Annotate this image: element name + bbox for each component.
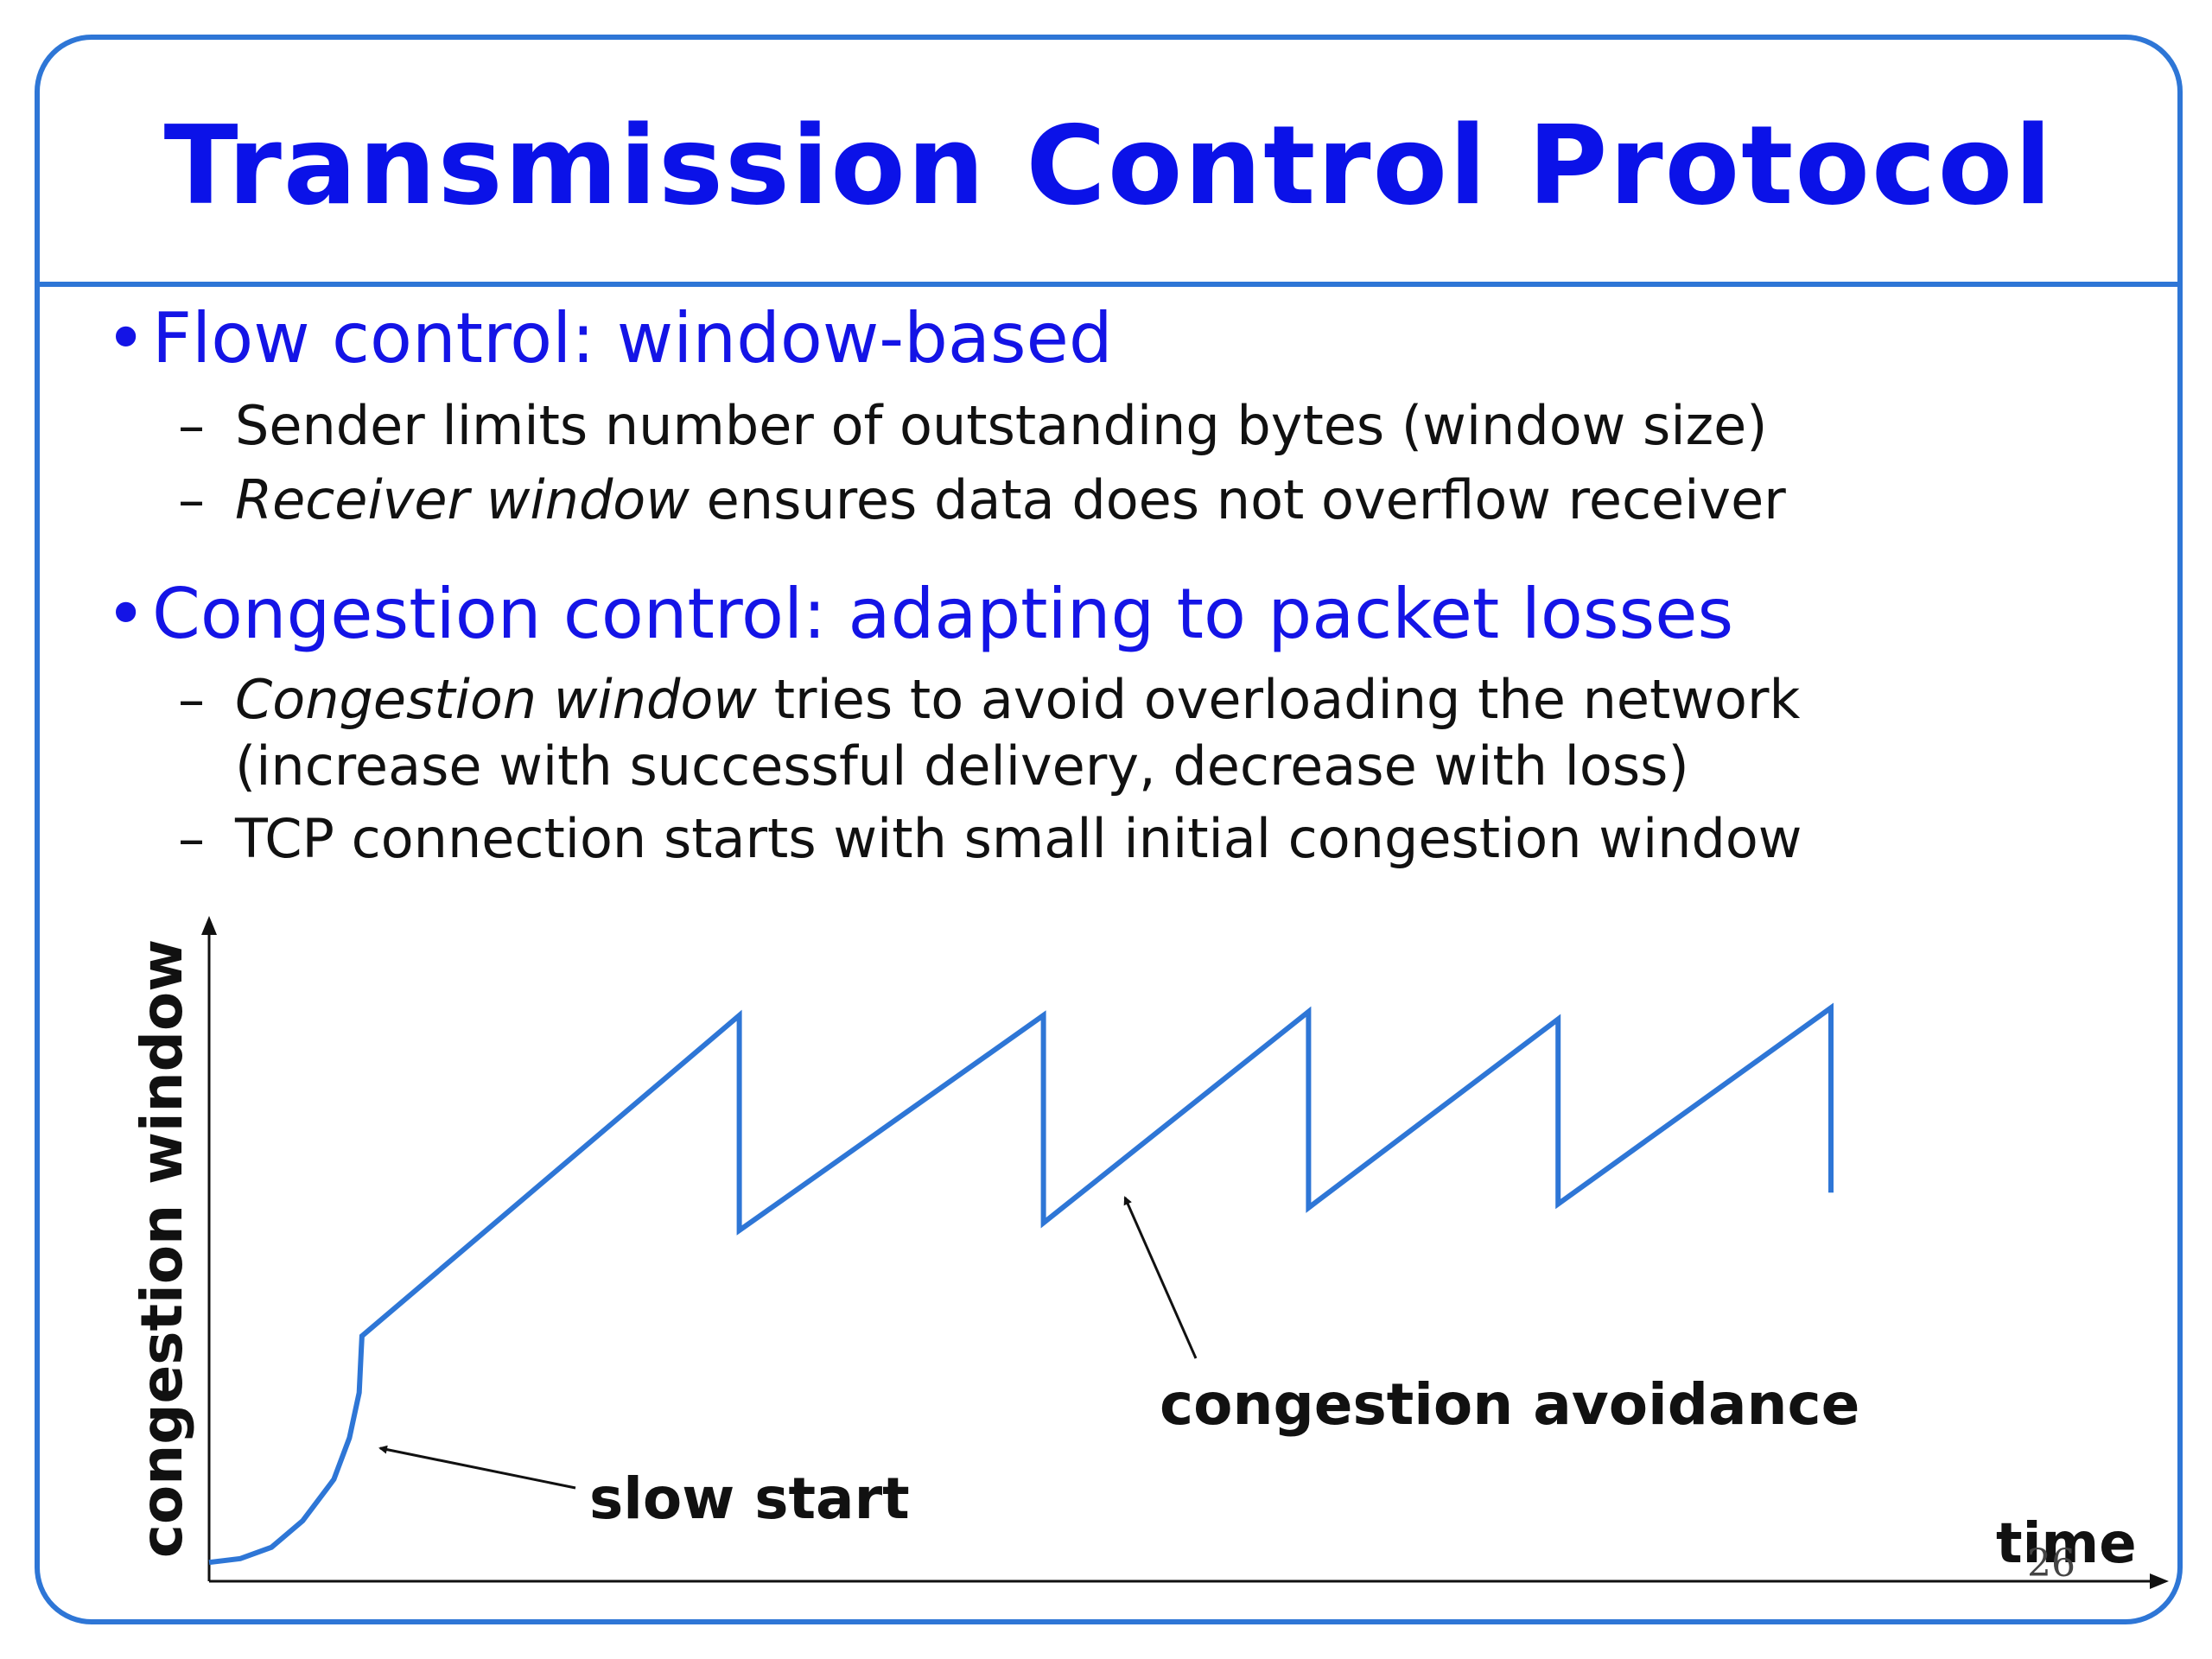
- bullet-dot: •: [105, 574, 147, 654]
- x-axis-arrow-icon: [2150, 1573, 2169, 1589]
- sub-bullet-text: TCP connection starts with small initial…: [235, 807, 1802, 870]
- sub-bullet-text: ensures data does not overflow receiver: [689, 468, 1786, 531]
- sub-bullet-text: Sender limits number of outstanding byte…: [235, 394, 1768, 457]
- annotation-congestion-avoidance: congestion avoidance: [1160, 1371, 1859, 1438]
- x-axis-label: time: [1996, 1512, 2137, 1576]
- bullet-dot: •: [105, 298, 147, 378]
- sub-bullet-tcp-start: – TCP connection starts with small initi…: [178, 807, 1802, 870]
- slide-frame: Transmission Control Protocol: [35, 35, 2183, 1624]
- dash-marker: –: [178, 807, 205, 870]
- page-title: Transmission Control Protocol: [163, 101, 2054, 229]
- y-axis-arrow-icon: [201, 916, 217, 935]
- sub-bullet-italic: Congestion window: [235, 668, 758, 731]
- dash-marker: –: [178, 668, 205, 731]
- sub-bullet-text: tries to avoid overloading the network: [757, 668, 1801, 731]
- sub-bullet-congestion-window: – Congestion window tries to avoid overl…: [178, 668, 1801, 731]
- dash-marker: –: [178, 468, 205, 531]
- slow-start-pointer-arrow: [378, 1445, 576, 1490]
- dash-marker: –: [178, 394, 205, 457]
- congestion-avoidance-pointer-arrow: [1123, 1196, 1198, 1359]
- page-number: 26: [2027, 1541, 2075, 1586]
- sub-bullet-italic: Receiver window: [235, 468, 690, 531]
- congestion-window-series-line: [208, 1002, 1834, 1566]
- bullet-text: Flow control: window-based: [152, 298, 1113, 378]
- title-band: Transmission Control Protocol: [40, 40, 2177, 287]
- y-axis-label: congestion window: [129, 939, 195, 1558]
- sub-bullet-receiver-window: – Receiver window ensures data does not …: [178, 468, 1786, 531]
- sub-bullet-sender-limits: – Sender limits number of outstanding by…: [178, 394, 1768, 457]
- bullet-congestion-control: • Congestion control: adapting to packet…: [105, 574, 1734, 654]
- bullet-text: Congestion control: adapting to packet l…: [152, 574, 1734, 654]
- annotation-slow-start: slow start: [589, 1465, 910, 1532]
- bullet-flow-control: • Flow control: window-based: [105, 298, 1113, 378]
- sub-bullet-congestion-window-line2: (increase with successful delivery, decr…: [235, 734, 1689, 798]
